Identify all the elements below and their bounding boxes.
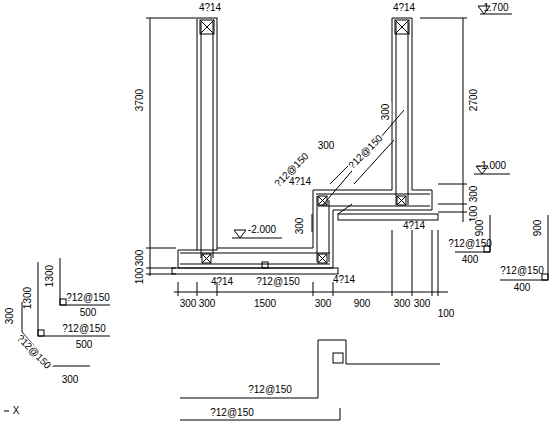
annotation-label: 4?14	[288, 177, 312, 187]
rotated-annotation-label: 300	[135, 249, 145, 268]
annotation-label: 4?14	[332, 275, 356, 285]
annotation-label: 300	[413, 299, 432, 309]
diagonal-bars	[312, 110, 404, 232]
rotated-annotation-label: 100	[135, 267, 145, 286]
annotation-label: 100	[437, 309, 456, 319]
annotation-label: 900	[353, 299, 372, 309]
right-wall	[392, 18, 412, 205]
annotation-label: 400	[513, 283, 532, 293]
annotation-label: ?12@150	[247, 385, 293, 395]
rotated-annotation-label: 300	[5, 307, 15, 326]
annotation-label: ?12@150	[65, 293, 111, 303]
rotated-annotation-label: 300	[469, 185, 479, 204]
annotation-label: 300	[314, 299, 333, 309]
annotation-label: 4?14	[392, 3, 416, 13]
rotated-annotation-label: ?12@150	[346, 132, 385, 171]
annotation-label: ?12@150	[61, 324, 107, 334]
annotation-label: 300	[179, 299, 198, 309]
dimension-lines	[146, 18, 467, 296]
annotation-label: ?12@150	[447, 239, 493, 249]
rotated-annotation-label: 1300	[23, 286, 33, 310]
rotated-annotation-label: ?12@150	[14, 332, 53, 371]
annotation-label: 500	[75, 340, 94, 350]
rotated-annotation-label: 1300	[45, 264, 55, 288]
annotation-label: ?12@150	[255, 277, 301, 287]
annotation-label: 1.700	[482, 3, 509, 13]
rotated-annotation-label: 900	[533, 219, 543, 238]
annotation-label: 4?14	[198, 3, 222, 13]
rotated-annotation-label: 300	[295, 217, 305, 236]
annotation-label: 400	[461, 255, 480, 265]
middle-wall-upper-slab	[313, 190, 438, 262]
rotated-annotation-label: 3700	[135, 88, 145, 112]
elevation-markers	[232, 6, 512, 238]
rotated-annotation-label: 900	[475, 219, 485, 238]
annotation-label: -1.000	[477, 161, 507, 171]
annotation-label: 4?14	[402, 221, 426, 231]
annotation-label: 1500	[253, 299, 277, 309]
rotated-annotation-label: 2700	[469, 88, 479, 112]
axis-mark	[4, 411, 9, 412]
detail-bars-bottom	[180, 340, 440, 420]
annotation-label: -2.000	[247, 225, 277, 235]
annotation-label: ?12@150	[499, 266, 545, 276]
annotation-label: 4?14	[210, 277, 234, 287]
annotation-label: ?12@150	[209, 408, 255, 418]
annotation-label: 300	[317, 141, 336, 151]
annotation-label: X	[12, 406, 21, 416]
rotated-annotation-label: 300	[381, 103, 391, 122]
annotation-label: 300	[61, 375, 80, 385]
annotation-label: 300	[393, 299, 412, 309]
left-wall	[197, 18, 217, 258]
annotation-label: 500	[79, 308, 98, 318]
annotation-label: 300	[198, 299, 217, 309]
